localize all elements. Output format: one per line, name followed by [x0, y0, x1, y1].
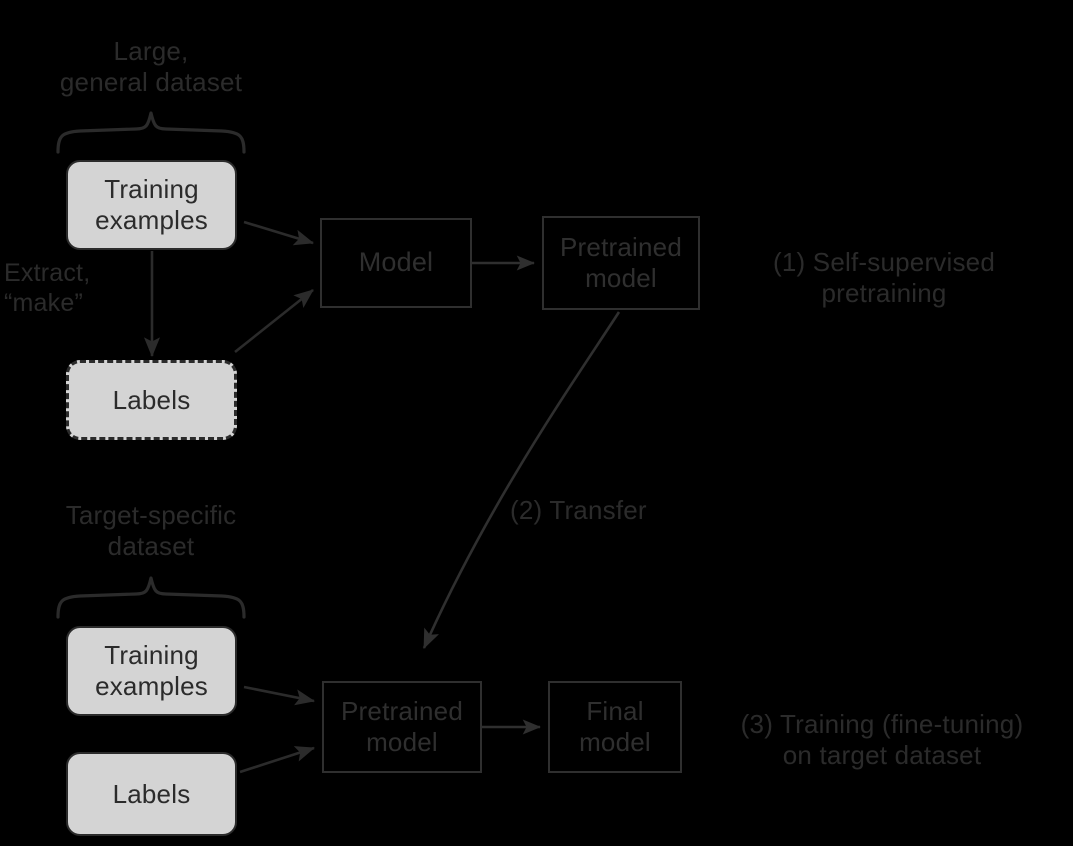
arrow-train2-to-pretrained [243, 685, 316, 706]
arrow-train-to-model [243, 220, 314, 246]
node-labels-top-label: Labels [112, 384, 191, 415]
node-pretrained-model-top[interactable]: Pretrained model [542, 216, 700, 310]
caption-stage-3: (3) Training (fine-tuning) on target dat… [740, 709, 1024, 771]
node-pretrained-model-top-label: Pretrained model [560, 232, 682, 293]
node-training-examples-bottom[interactable]: Training examples [66, 626, 237, 716]
arrow-labels2-to-pretrained [239, 746, 315, 774]
arrow-transfer-curve [422, 311, 621, 649]
node-training-examples-top[interactable]: Training examples [66, 160, 237, 250]
arrow-labels-to-model [234, 288, 314, 354]
caption-stage-2-transfer: (2) Transfer [510, 495, 647, 525]
node-pretrained-model-bottom-label: Pretrained model [341, 696, 463, 757]
label-extract-make: Extract, “make” [4, 259, 91, 317]
node-training-examples-top-label: Training examples [95, 174, 208, 235]
node-training-examples-bottom-label: Training examples [95, 640, 208, 701]
brace-large-general-dataset [56, 111, 246, 154]
node-labels-bottom[interactable]: Labels [66, 752, 237, 836]
node-model[interactable]: Model [320, 218, 472, 308]
node-labels-top[interactable]: Labels [66, 360, 237, 440]
brace-target-specific-dataset [56, 576, 246, 619]
node-final-model[interactable]: Final model [548, 681, 682, 773]
label-target-specific-dataset: Target-specific dataset [65, 500, 237, 562]
node-model-label: Model [358, 247, 434, 278]
label-large-general-dataset: Large, general dataset [59, 36, 243, 98]
node-labels-bottom-label: Labels [112, 778, 191, 809]
caption-stage-1: (1) Self-supervised pretraining [773, 247, 995, 309]
node-final-model-label: Final model [579, 696, 651, 757]
node-pretrained-model-bottom[interactable]: Pretrained model [322, 681, 482, 773]
